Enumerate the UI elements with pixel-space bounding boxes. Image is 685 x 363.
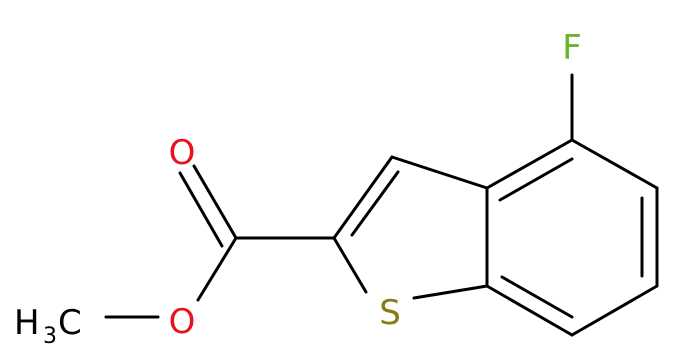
atom-carbonyl-oxygen: O (169, 133, 196, 173)
bond-c4-c5 (570, 138, 659, 190)
bond-carbonyl-outer (192, 164, 238, 240)
bond-carbonyl-ester-o (196, 236, 238, 302)
bond-c3-c3a (390, 155, 489, 190)
methyl-carbon: C (58, 303, 82, 343)
atom-ester-oxygen: O (169, 302, 196, 342)
atom-fluorine: F (562, 28, 582, 68)
atom-methyl: H 3 C (14, 303, 82, 349)
atom-sulfur: S (379, 293, 401, 333)
bond-c2-c3-inner (350, 170, 400, 237)
bond-carbonyl-inner (178, 171, 224, 248)
atom-labels: F O O S H 3 C (14, 28, 582, 349)
bond-c7-c7a-inner (500, 275, 574, 319)
bond-c2-s (332, 236, 368, 294)
bonds (104, 73, 659, 337)
bond-c6-c7 (570, 284, 659, 337)
bond-c7-c7a-outer (485, 284, 574, 337)
bond-s-c7a (412, 284, 489, 300)
bond-c3a-c4-outer (485, 138, 574, 190)
bond-c2-c3-outer (332, 155, 394, 240)
methyl-subscript: 3 (43, 324, 57, 349)
bond-c3a-c4-inner (498, 157, 574, 202)
methyl-hydrogen: H (14, 303, 40, 343)
